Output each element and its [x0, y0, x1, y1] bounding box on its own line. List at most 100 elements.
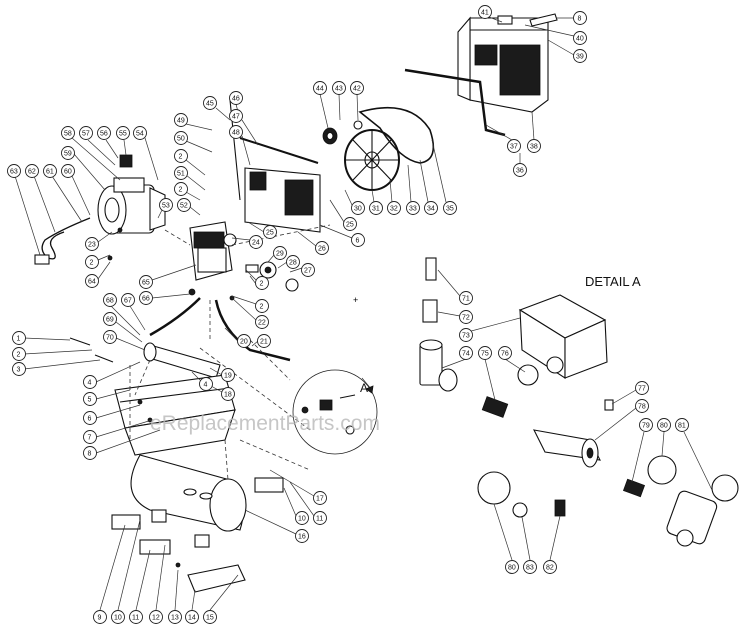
svg-text:79: 79	[642, 423, 650, 430]
svg-text:44: 44	[316, 86, 324, 93]
callout-19: 19	[209, 367, 235, 382]
pump-head	[189, 221, 237, 281]
belt-guard-front	[229, 99, 321, 233]
callout-4: 4	[83, 361, 141, 389]
callout-45: 45	[203, 96, 231, 121]
callout-70: 70	[103, 330, 146, 351]
svg-text:47: 47	[232, 114, 240, 121]
callout-27: 27	[289, 263, 315, 277]
svg-text:83: 83	[526, 565, 534, 572]
svg-text:51: 51	[177, 171, 185, 178]
check-valve	[419, 257, 458, 392]
svg-text:34: 34	[427, 206, 435, 213]
callout-47: 47	[229, 109, 259, 146]
svg-text:2: 2	[179, 187, 183, 194]
callout-41: 41	[478, 5, 503, 23]
callout-82: 82	[543, 515, 561, 574]
callout-24: 24	[231, 235, 263, 249]
callout-65: 65	[139, 264, 197, 289]
callout-8: 8	[83, 429, 161, 460]
svg-text:2: 2	[260, 304, 264, 311]
svg-text:4: 4	[204, 382, 208, 389]
callout-11-right: 11	[289, 481, 327, 525]
svg-text:13: 13	[171, 615, 179, 622]
svg-text:3: 3	[17, 367, 21, 374]
callout-1: 1	[12, 331, 71, 345]
svg-text:68: 68	[106, 298, 114, 305]
svg-text:59: 59	[64, 151, 72, 158]
callout-22: 22	[231, 297, 269, 329]
svg-text:53: 53	[162, 203, 170, 210]
callout-18: 18	[199, 379, 235, 401]
callout-78: 78	[594, 399, 649, 441]
callout-42: 42	[350, 81, 364, 121]
svg-text:36: 36	[516, 168, 524, 175]
regulator	[666, 474, 739, 547]
label-decal-3	[254, 477, 284, 493]
callout-77: 77	[611, 381, 649, 405]
svg-text:54: 54	[136, 131, 144, 138]
detail-a-circle	[292, 369, 378, 455]
svg-text:76: 76	[501, 351, 509, 358]
detail-title: DETAIL A	[585, 274, 641, 289]
callout-80-top: 80	[657, 418, 671, 457]
callout-2-pump-d: 2	[231, 295, 269, 313]
svg-text:2: 2	[260, 281, 264, 288]
callout-55: 55	[116, 126, 130, 156]
svg-text:21: 21	[260, 339, 268, 346]
svg-text:2: 2	[90, 260, 94, 267]
callout-75: 75	[478, 346, 496, 401]
callout-66: 66	[139, 291, 191, 305]
svg-text:42: 42	[353, 86, 361, 93]
svg-text:12: 12	[152, 615, 160, 622]
svg-text:8: 8	[88, 451, 92, 458]
svg-text:37: 37	[510, 144, 518, 151]
callout-30: 30	[344, 189, 365, 215]
svg-text:2: 2	[179, 154, 183, 161]
callout-39: 39	[547, 39, 587, 63]
part-drawings: +	[34, 13, 739, 593]
svg-text:16: 16	[298, 534, 306, 541]
callout-23: 23	[85, 231, 113, 251]
callout-56: 56	[97, 126, 119, 159]
skid-base	[187, 564, 246, 593]
svg-text:25: 25	[346, 222, 354, 229]
svg-text:25: 25	[266, 230, 274, 237]
callout-2-pump-b: 2	[174, 182, 201, 201]
callout-44: 44	[313, 81, 329, 129]
svg-text:77: 77	[638, 386, 646, 393]
svg-text:40: 40	[576, 36, 584, 43]
label-decal-1	[111, 514, 141, 530]
air-tank	[130, 454, 247, 548]
svg-text:57: 57	[82, 131, 90, 138]
svg-text:66: 66	[142, 296, 150, 303]
svg-text:46: 46	[232, 96, 240, 103]
svg-text:2: 2	[17, 352, 21, 359]
svg-text:8: 8	[578, 16, 582, 23]
callout-79: 79	[631, 418, 653, 483]
callout-50: 50	[174, 131, 213, 153]
drive-belt	[358, 106, 435, 164]
callout-72: 72	[437, 310, 473, 324]
callout-57: 57	[79, 126, 116, 166]
svg-text:67: 67	[124, 298, 132, 305]
pressure-gauges	[477, 364, 677, 518]
svg-text:5: 5	[88, 397, 92, 404]
svg-text:74: 74	[462, 351, 470, 358]
svg-text:65: 65	[142, 280, 150, 287]
callout-67: 67	[121, 293, 146, 331]
callout-58: 58	[61, 126, 121, 181]
svg-text:61: 61	[46, 169, 54, 176]
belt-guard-frame	[404, 68, 506, 137]
guard-rod	[239, 137, 319, 164]
svg-text:45: 45	[206, 101, 214, 108]
svg-text:29: 29	[276, 251, 284, 258]
callout-63: 63	[7, 164, 41, 256]
callout-12: 12	[149, 544, 166, 624]
svg-text:41: 41	[481, 10, 489, 17]
svg-text:1: 1	[17, 336, 21, 343]
svg-text:38: 38	[530, 144, 538, 151]
svg-text:26: 26	[318, 246, 326, 253]
svg-text:19: 19	[224, 373, 232, 380]
callout-62: 62	[25, 164, 56, 233]
